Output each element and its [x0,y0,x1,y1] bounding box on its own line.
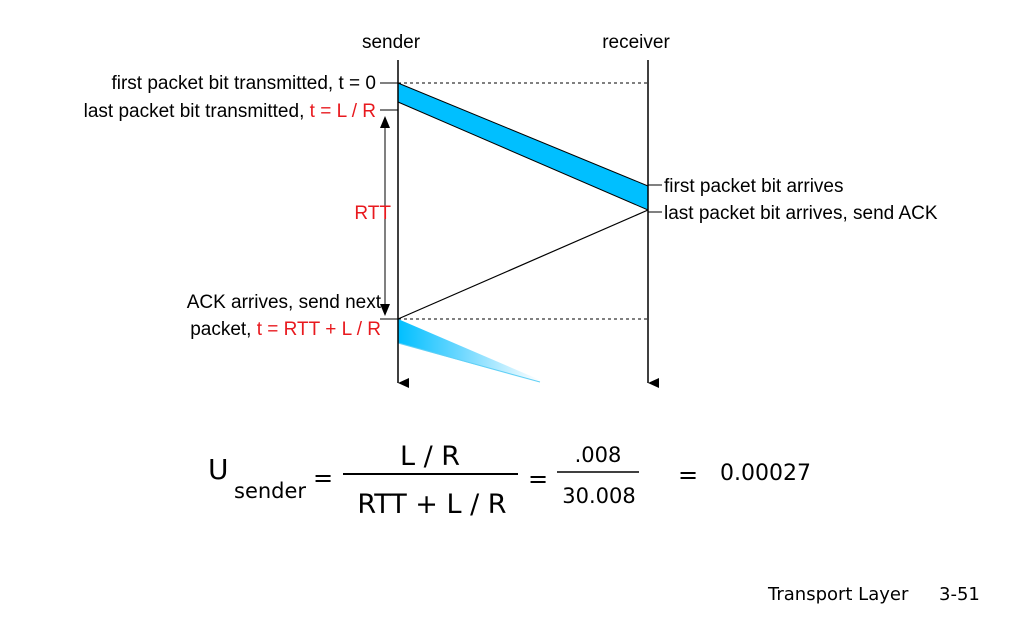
next-packet-edge [397,342,541,383]
equation-equals-3: = [678,461,698,489]
last-bit-transmitted-time: t = L / R [310,101,376,122]
footer-title: Transport Layer [767,584,909,605]
fraction2-denominator: 30.008 [562,484,635,508]
first-bit-arrives-label: first packet bit arrives [664,176,844,197]
send-next-packet-time: t = RTT + L / R [257,319,381,340]
fraction1-numerator: L / R [400,441,460,472]
utilization-equation: U sender = L / R RTT + L / R = .008 30.0… [208,441,811,520]
ack-arrives-label: ACK arrives, send next [187,292,382,313]
next-packet-band [398,319,540,383]
footer-page-number: 3-51 [939,584,980,605]
receiver-heading: receiver [602,32,670,53]
fraction1-denominator: RTT + L / R [357,489,506,520]
first-packet-band [397,82,649,211]
ack-line [397,209,649,320]
equation-result: 0.00027 [720,461,811,486]
last-bit-arrives-label: last packet bit arrives, send ACK [664,203,938,224]
fraction2-numerator: .008 [575,443,622,467]
rtt-arrow-down-icon [380,304,390,316]
equation-equals-1: = [313,464,333,492]
rtt-label: RTT [354,203,391,224]
sender-heading: sender [362,32,421,53]
send-next-packet-text: packet, [190,319,257,340]
equation-equals-2: = [528,465,548,493]
last-bit-transmitted-text: last packet bit transmitted, [84,101,310,122]
send-next-packet-label: packet, t = RTT + L / R [190,319,381,340]
equation-u: U [208,453,229,486]
last-bit-transmitted-label: last packet bit transmitted, t = L / R [84,101,376,122]
rtt-arrow-up-icon [380,116,390,128]
equation-subscript: sender [234,479,306,503]
first-bit-transmitted-label: first packet bit transmitted, t = 0 [111,73,376,94]
